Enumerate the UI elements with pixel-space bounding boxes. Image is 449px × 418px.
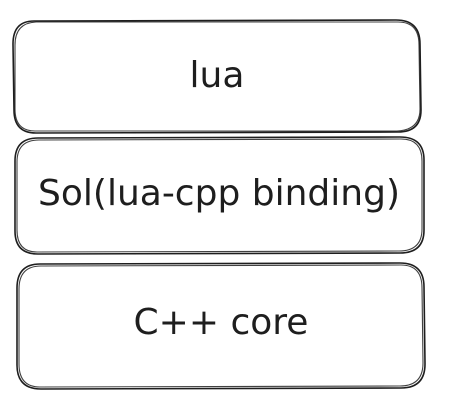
layer-label-cpp-core: C++ core [134,302,309,343]
layer-label-sol-binding: Sol(lua-cpp binding) [38,173,400,214]
layer-box-cpp-core: C++ core [16,262,426,390]
layer-label-lua: lua [190,55,245,96]
layer-box-sol-binding: Sol(lua-cpp binding) [14,136,425,255]
layer-box-lua: lua [12,19,422,134]
